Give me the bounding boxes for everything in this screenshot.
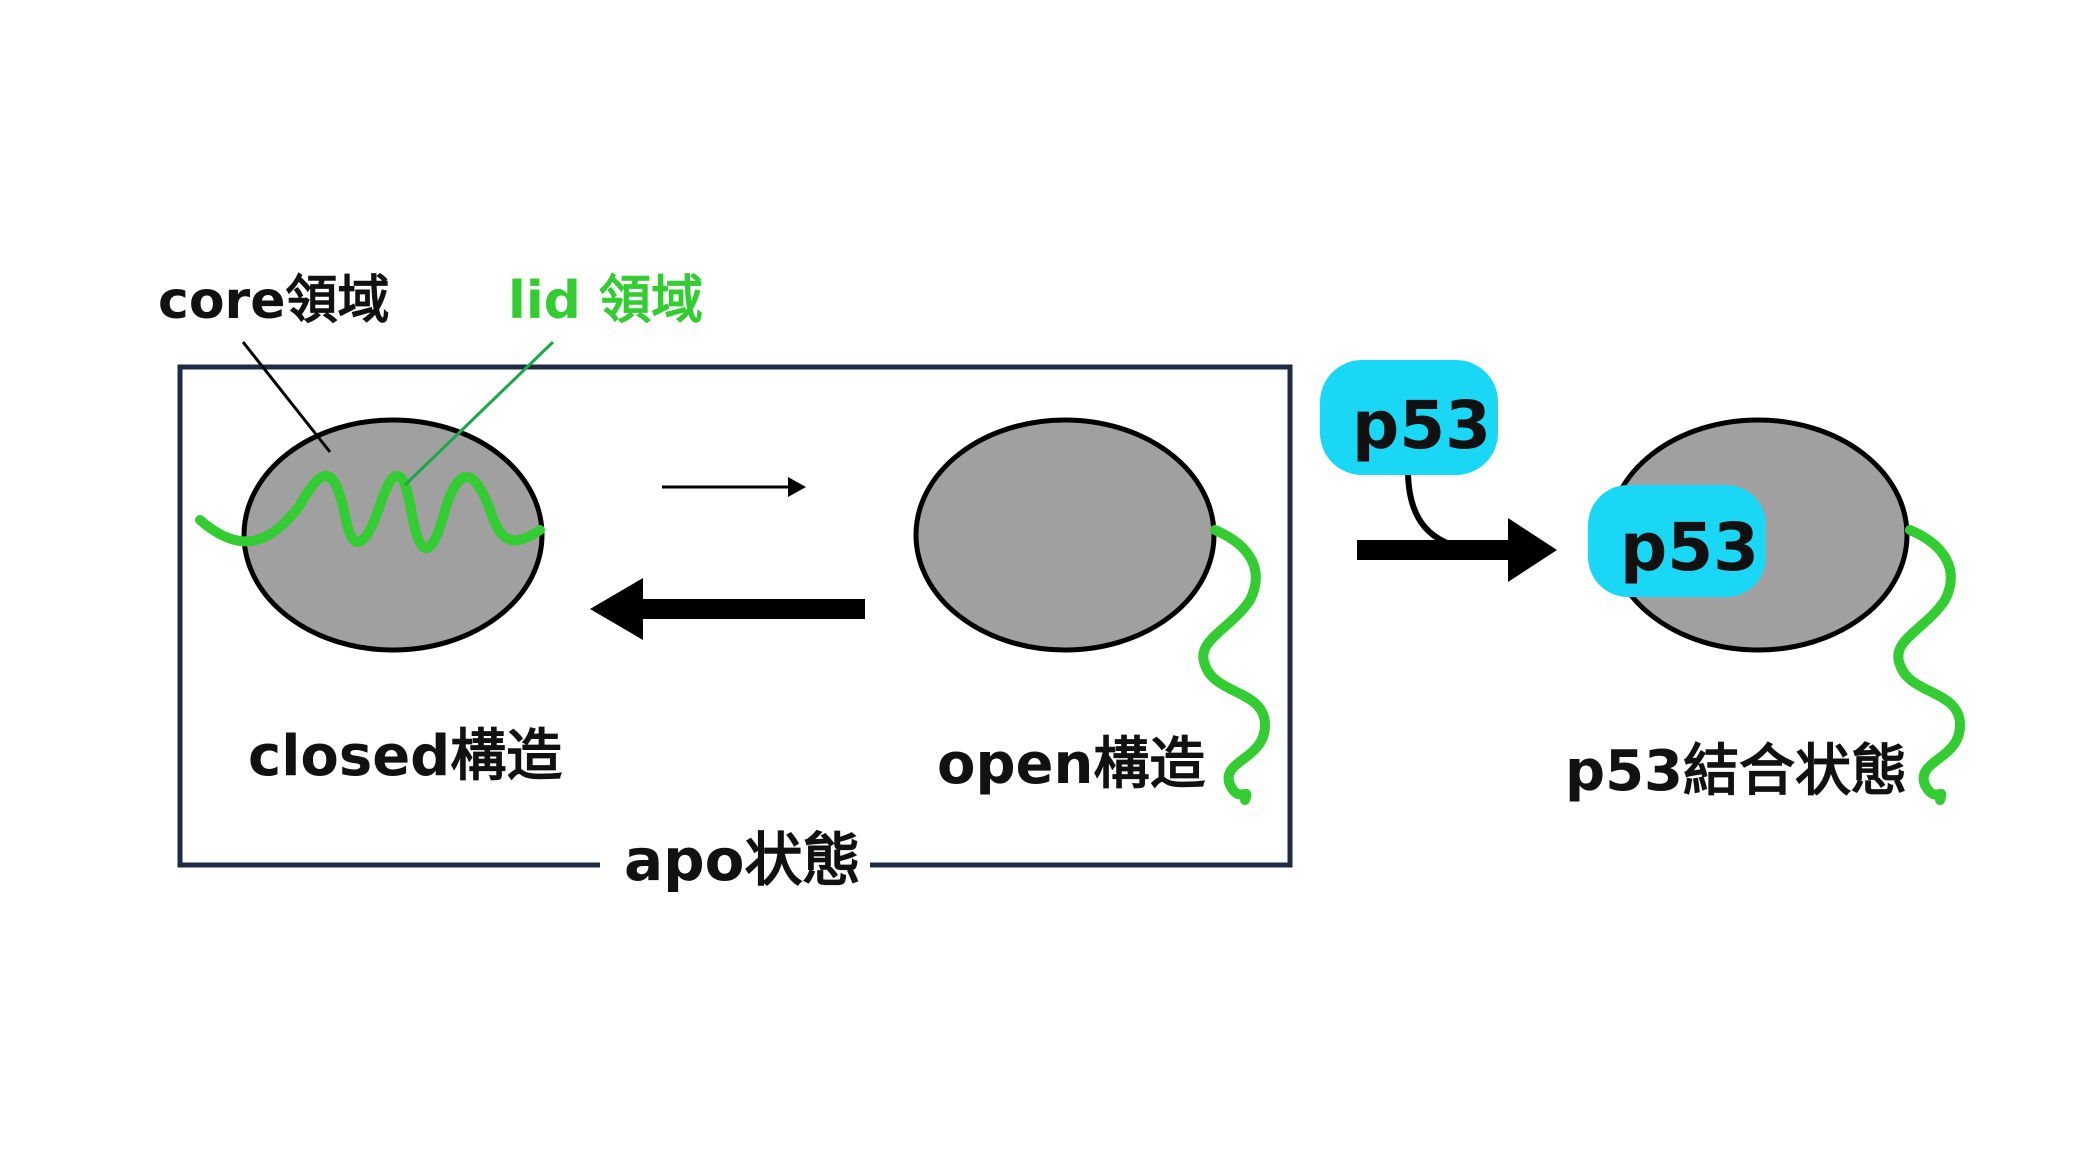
reverse-arrow-thick	[590, 578, 865, 640]
bound-lid-domain	[1893, 525, 1966, 805]
lid-leader-line	[403, 340, 555, 487]
forward-arrow-thin	[662, 477, 806, 497]
closed-lid-domain	[195, 470, 545, 554]
apo-state-frame	[177, 364, 1293, 868]
p53-free-protein: p53	[1320, 360, 1498, 475]
p53-free-label: p53	[1352, 387, 1491, 464]
open-structure-group	[913, 417, 1271, 805]
open-core-domain	[913, 417, 1217, 653]
p53-bound-protein: p53	[1588, 485, 1766, 597]
lid-domain-label: lid 領域	[508, 271, 703, 331]
closed-structure-group	[195, 417, 545, 653]
core-domain-label: core領域	[158, 271, 389, 331]
p53-bound-label: p53	[1620, 509, 1759, 586]
core-leader-line	[241, 341, 332, 453]
p53-hook-line	[1405, 469, 1476, 553]
apo-state-label: apo状態	[624, 826, 861, 894]
binding-arrow	[1357, 518, 1557, 582]
p53-binding-state-label: p53結合状態	[1565, 739, 1907, 804]
open-structure-label: open構造	[937, 732, 1205, 797]
open-lid-domain	[1198, 525, 1271, 805]
closed-structure-label: closed構造	[248, 724, 562, 789]
